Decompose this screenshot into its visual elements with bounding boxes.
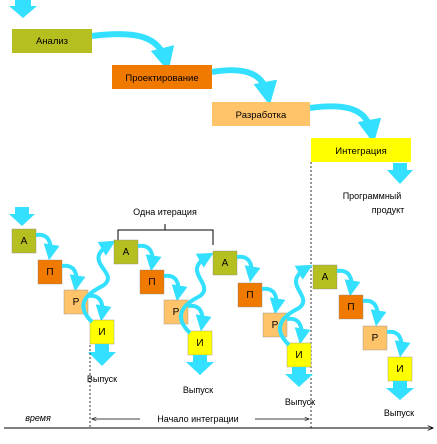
iter1-release-label: Выпуск — [87, 374, 117, 384]
iter1-analysis-box — [11, 228, 37, 254]
stage-integration-label: Интеграция — [335, 146, 387, 157]
iter1-dev-label: Р — [73, 297, 80, 308]
iter3-integration-label: И — [295, 350, 302, 361]
iter3-dev-label: Р — [272, 320, 279, 331]
iter4-integration-box — [387, 356, 413, 382]
iter3-analysis-label: А — [222, 258, 229, 269]
iteration-1: А П Р И Выпуск — [11, 228, 117, 384]
stage-design-label: Проектирование — [125, 73, 198, 84]
iter3-design-box — [237, 282, 263, 308]
iter1-analysis-label: А — [21, 236, 28, 247]
arrow-analysis-to-design-icon — [91, 31, 175, 72]
iter1-design-box — [37, 259, 63, 285]
iter3-release-label: Выпуск — [285, 397, 315, 407]
iter4-release-label: Выпуск — [384, 408, 414, 418]
iter3-arrow-2-icon — [261, 286, 286, 315]
stage-analysis-label: Анализ — [36, 36, 68, 47]
waterfall-model: Анализ Проектирование Разработка Интегра… — [9, 0, 413, 428]
iter4-arrow-3-icon — [386, 329, 411, 358]
iter3-feedback-arrow-icon — [278, 264, 313, 347]
iter2-analysis-label: А — [123, 247, 130, 258]
product-arrow-icon — [387, 163, 413, 184]
iter-entry-arrow-icon — [9, 207, 35, 226]
iter2-dev-box — [163, 299, 189, 325]
iter3-release-arrow-icon — [285, 367, 313, 387]
stage-analysis-box — [12, 29, 92, 53]
integration-start-label: Начало интеграции — [157, 414, 238, 424]
stage-integration-box — [311, 138, 411, 162]
iter1-arrow-2-icon — [61, 263, 86, 292]
arrow-design-to-dev-icon — [211, 67, 278, 106]
stage-dev-label: Разработка — [236, 110, 287, 121]
iter4-release-arrow-icon — [386, 381, 414, 400]
iter2-design-box — [139, 269, 165, 295]
iter4-arrow-1-icon — [336, 268, 361, 297]
iter2-integration-label: И — [196, 338, 203, 349]
iter4-analysis-label: А — [322, 272, 329, 283]
iter1-arrow-3-icon — [87, 293, 112, 322]
entry-arrow-icon — [9, 0, 37, 18]
iter1-design-label: П — [46, 267, 53, 278]
iter2-arrow-3-icon — [187, 303, 212, 332]
iter4-analysis-box — [312, 264, 338, 290]
iter2-dev-label: Р — [173, 307, 180, 318]
stage-dev-box — [212, 102, 310, 126]
timeline: время Начало интеграции — [4, 345, 433, 428]
iter2-feedback-arrow-icon — [179, 252, 214, 335]
iter2-design-label: П — [148, 277, 155, 288]
iter3-analysis-box — [212, 250, 238, 276]
time-axis-label: время — [25, 413, 51, 423]
iter4-design-box — [338, 294, 364, 320]
arrow-dev-to-integration-icon — [309, 103, 382, 144]
iter2-arrow-2-icon — [163, 273, 188, 302]
iter3-arrow-3-icon — [286, 316, 311, 345]
iter2-arrow-1-icon — [137, 243, 162, 272]
iter1-arrow-1-icon — [35, 232, 60, 261]
iter4-dev-box — [362, 325, 388, 351]
iter2-integration-box — [187, 330, 213, 356]
iter2-release-label: Выпуск — [183, 385, 213, 395]
iter4-integration-label: И — [396, 364, 403, 375]
iter1-release-arrow-icon — [88, 344, 116, 366]
iteration-4: А П Р И Выпуск — [312, 264, 414, 418]
iter1-integration-label: И — [98, 327, 105, 338]
iter1-feedback-arrow-icon — [81, 240, 116, 324]
iter3-integration-box — [286, 342, 312, 368]
iteration-2: А П Р И Выпуск — [113, 239, 214, 395]
product-label-line1: Программный — [343, 191, 402, 201]
iter4-dev-label: Р — [372, 333, 379, 344]
iter2-release-arrow-icon — [186, 355, 214, 375]
product-label-line2: продукт — [372, 205, 405, 215]
iter2-analysis-box — [113, 239, 139, 265]
one-iteration-label: Одна итерация — [133, 207, 197, 217]
iter4-arrow-2-icon — [362, 298, 387, 327]
iter1-integration-box — [89, 319, 115, 345]
iteration-3: А П Р И Выпуск — [212, 250, 315, 407]
iter3-arrow-1-icon — [236, 254, 261, 283]
iter4-design-label: П — [347, 302, 354, 313]
iterative-model: Одна итерация А П Р И Выпуск А — [9, 207, 414, 418]
iter3-design-label: П — [246, 290, 253, 301]
stage-design-box — [112, 65, 212, 89]
